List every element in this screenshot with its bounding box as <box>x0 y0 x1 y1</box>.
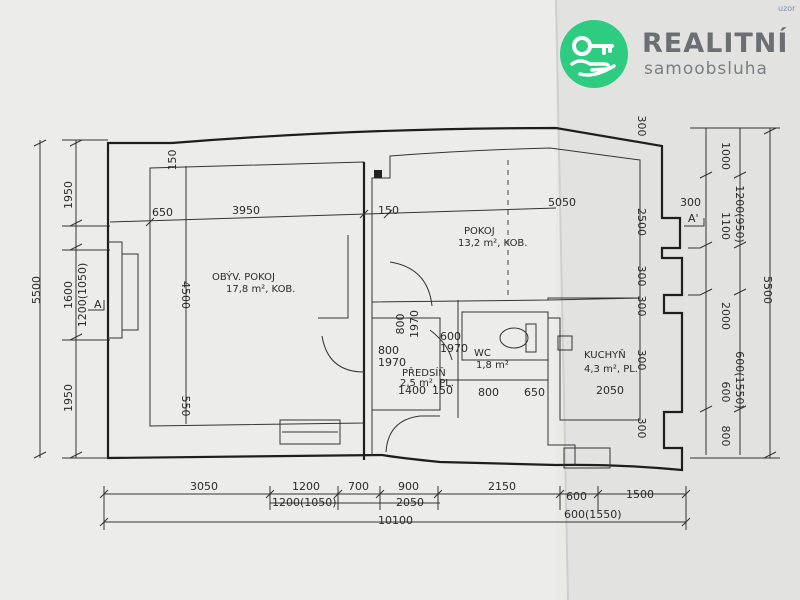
floor-plan <box>106 126 684 472</box>
dim-ticks-left <box>33 139 110 459</box>
room-wc-area: 1,8 m² <box>476 360 509 371</box>
dim-left-1600: 1600 <box>62 281 75 309</box>
dim-bottom-1200: 1200 <box>292 480 320 493</box>
dim-right-300-a: 300 <box>635 266 648 287</box>
dim-left-1950-top: 1950 <box>62 181 75 209</box>
dim-bottom-600-1550: 600(1550) <box>564 508 622 521</box>
room-living-area: 17,8 m², KOB. <box>226 284 295 295</box>
dim-hall-1970: 1970 <box>378 356 406 369</box>
dim-mid-2050: 2050 <box>596 384 624 397</box>
dim-right-300-top: 300 <box>635 116 648 137</box>
dim-side-300: 300 <box>680 196 701 209</box>
kitchen-sink <box>557 335 573 351</box>
wc-wall <box>440 300 548 418</box>
dim-door-1970-wc: 1970 <box>440 342 468 355</box>
door-room <box>389 261 433 307</box>
room-inner-line <box>371 147 641 303</box>
realitni-logo: REALITNÍ samoobsluha <box>558 12 798 88</box>
dim-hall-800: 800 <box>378 344 399 357</box>
key-badge-icon <box>560 20 628 88</box>
dimension-labels: 5500 1950 1600 1200(1050) 1950 650 3950 … <box>30 116 774 528</box>
dim-left-5500: 5500 <box>30 276 43 304</box>
dim-bottom-900: 900 <box>398 480 419 493</box>
dim-left-1950-bottom: 1950 <box>62 384 75 412</box>
room-wc-name: WC <box>474 348 491 359</box>
dim-bottom-1500: 1500 <box>626 488 654 501</box>
section-marker-right <box>684 218 705 227</box>
living-window-line <box>318 235 349 319</box>
hall-block <box>372 317 441 411</box>
room-hall-area: 2,5 m², PL. <box>400 378 454 389</box>
dim-left-1200-1050: 1200(1050) <box>76 263 89 328</box>
dim-right-1000: 1000 <box>719 142 732 170</box>
dim-bottom-3050: 3050 <box>190 480 218 493</box>
kitchen-step <box>563 447 611 469</box>
dim-bottom-600: 600 <box>566 490 587 503</box>
dim-ticks-inner-top <box>145 209 393 227</box>
dim-hall-150: 150 <box>432 384 453 397</box>
dim-right-2000: 2000 <box>719 302 732 330</box>
dim-inner-650: 650 <box>152 206 173 219</box>
outer-wall <box>106 126 684 472</box>
toilet-tank <box>525 323 537 353</box>
dim-right-300-d: 300 <box>635 418 648 439</box>
room-hall-name: PŘEDSÍŇ <box>402 366 446 379</box>
paper-left <box>0 0 556 600</box>
paper-right <box>556 0 800 600</box>
room-bedroom-name: POKOJ <box>464 226 495 237</box>
dim-bottom-10100: 10100 <box>378 514 413 527</box>
dim-right-300-c: 300 <box>635 350 648 371</box>
dim-inner-150-top: 150 <box>166 150 179 171</box>
dim-right-600-1550: 600(1550) <box>733 351 746 409</box>
room-labels: OBÝV. POKOJ 17,8 m², KOB. POKOJ 13,2 m²,… <box>212 226 638 389</box>
dim-bottom-1200-1050: 1200(1050) <box>272 496 337 509</box>
dim-right-1100: 1100 <box>719 212 732 240</box>
dim-right-1200-950: 1200(950) <box>733 185 746 243</box>
logo-subtitle: samoobsluha <box>644 59 768 79</box>
dim-ticks-bottom <box>99 486 691 530</box>
section-label-left: A <box>94 298 102 311</box>
room-kitchen-name: KUCHYŇ <box>584 348 626 361</box>
dim-right-600: 600 <box>719 382 732 403</box>
dim-mid-800: 800 <box>478 386 499 399</box>
dim-inner-3950: 3950 <box>232 204 260 217</box>
dim-door-800-hall: 800 <box>394 314 407 335</box>
toilet <box>499 327 529 349</box>
section-labels: A A' <box>94 212 699 311</box>
room-living-name: OBÝV. POKOJ <box>212 270 275 283</box>
dim-right-300-b: 300 <box>635 296 648 317</box>
room-bedroom-area: 13,2 m², KOB. <box>458 238 527 249</box>
logo-title: REALITNÍ <box>642 28 789 59</box>
kitchen-outline <box>547 297 641 421</box>
entrance-step <box>279 419 341 445</box>
left-window <box>108 241 139 339</box>
dim-door-1970-hall: 1970 <box>408 310 421 338</box>
dim-bottom-2050: 2050 <box>396 496 424 509</box>
dim-bottom-700: 700 <box>348 480 369 493</box>
dim-inner-150-mid: 150 <box>378 204 399 217</box>
dim-ticks-right <box>688 127 780 459</box>
room-kitchen-area: 4,3 m², PL. <box>584 364 638 375</box>
dim-bottom-2150: 2150 <box>488 480 516 493</box>
dim-line-inner-top <box>109 207 557 223</box>
dimension-lines <box>33 127 780 530</box>
section-marker-left <box>88 300 105 311</box>
dim-hall-1400: 1400 <box>398 384 426 397</box>
door-entrance <box>385 415 440 453</box>
kitchen-counter <box>547 318 576 465</box>
dim-mid-650: 650 <box>524 386 545 399</box>
dim-right-5500: 5500 <box>761 276 774 304</box>
corner-text: uzor <box>778 4 796 13</box>
section-label-right: A' <box>688 212 699 225</box>
door-living <box>321 335 365 373</box>
door-wc <box>429 329 453 361</box>
dim-inner-4500: 4500 <box>179 281 192 309</box>
dim-door-600-wc: 600 <box>440 330 461 343</box>
dim-room-5050: 5050 <box>548 196 576 209</box>
dim-inner-550: 550 <box>179 396 192 417</box>
dim-right-800: 800 <box>719 426 732 447</box>
dim-right-2500: 2500 <box>635 208 648 236</box>
chimney <box>374 170 382 178</box>
